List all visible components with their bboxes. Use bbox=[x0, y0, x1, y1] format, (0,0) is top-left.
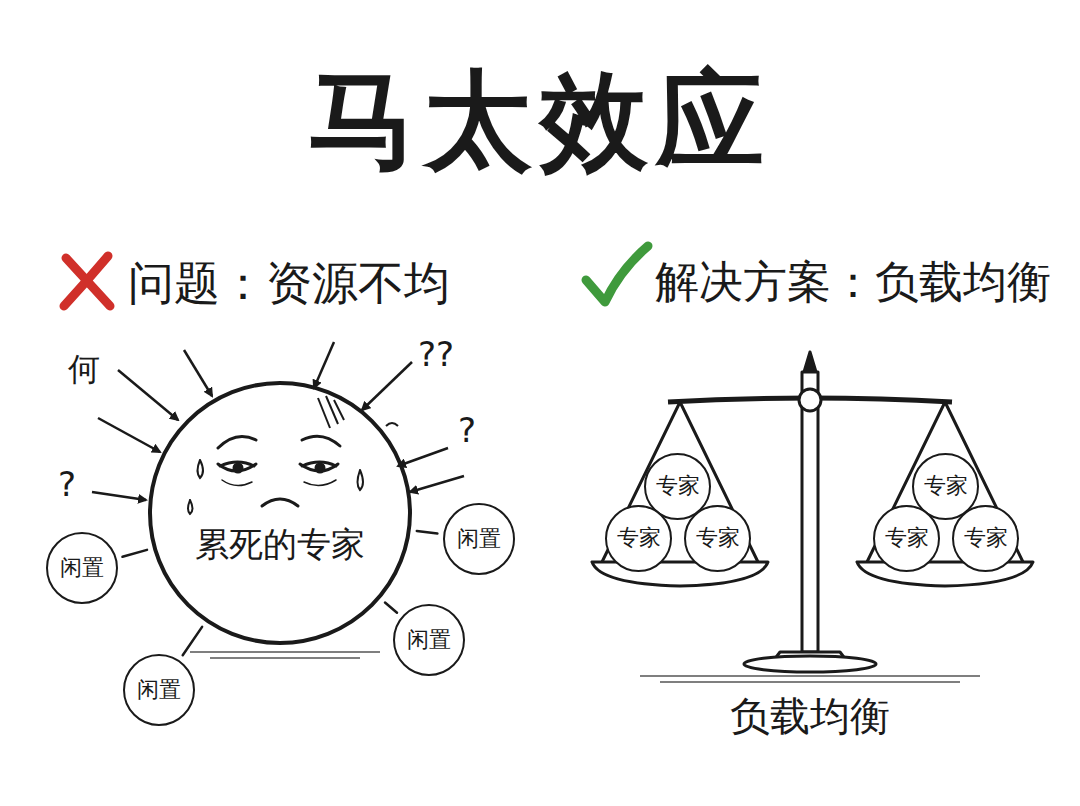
tired-face bbox=[188, 436, 363, 514]
node-text: 闲置 bbox=[457, 527, 501, 551]
pressure-arrows bbox=[92, 342, 464, 500]
heading: 问题：资源不均 bbox=[128, 258, 450, 309]
node-text: 专家 bbox=[656, 474, 700, 498]
title: 马太效应 bbox=[308, 62, 772, 181]
note: ?? bbox=[418, 336, 454, 373]
note: ? bbox=[458, 412, 476, 449]
connector bbox=[417, 531, 438, 534]
expert-node: 专家 bbox=[873, 505, 940, 572]
connector bbox=[385, 603, 397, 613]
connector bbox=[183, 627, 202, 655]
cross-mark bbox=[64, 256, 110, 306]
balance-scale bbox=[592, 352, 1033, 682]
idle-node: 闲置 bbox=[123, 654, 195, 726]
node-text: 闲置 bbox=[60, 556, 104, 580]
node-text: 专家 bbox=[924, 474, 968, 498]
overworked-expert: 累死的专家 bbox=[148, 381, 412, 645]
node-text: 专家 bbox=[696, 526, 740, 550]
stress-lines bbox=[318, 396, 398, 428]
connector bbox=[123, 550, 148, 557]
heading: 解决方案：负载均衡 bbox=[655, 258, 1051, 306]
check-mark bbox=[586, 246, 648, 302]
caption-label: 负载均衡 bbox=[730, 694, 890, 738]
node-text: 闲置 bbox=[407, 628, 451, 652]
expert-node: 专家 bbox=[684, 505, 751, 572]
idle-node: 闲置 bbox=[46, 532, 118, 604]
idle-node: 闲置 bbox=[393, 604, 465, 676]
node-text: 累死的专家 bbox=[195, 526, 365, 563]
node-text: 专家 bbox=[964, 526, 1008, 550]
node-text: 专家 bbox=[885, 526, 929, 550]
node-text: 专家 bbox=[617, 526, 661, 550]
note: 何 bbox=[68, 352, 100, 387]
note: ? bbox=[58, 466, 76, 503]
expert-node: 专家 bbox=[605, 505, 672, 572]
ground-hatch bbox=[190, 652, 380, 658]
node-text: 闲置 bbox=[137, 678, 181, 702]
idle-node: 闲置 bbox=[443, 503, 515, 575]
expert-node: 专家 bbox=[952, 505, 1019, 572]
